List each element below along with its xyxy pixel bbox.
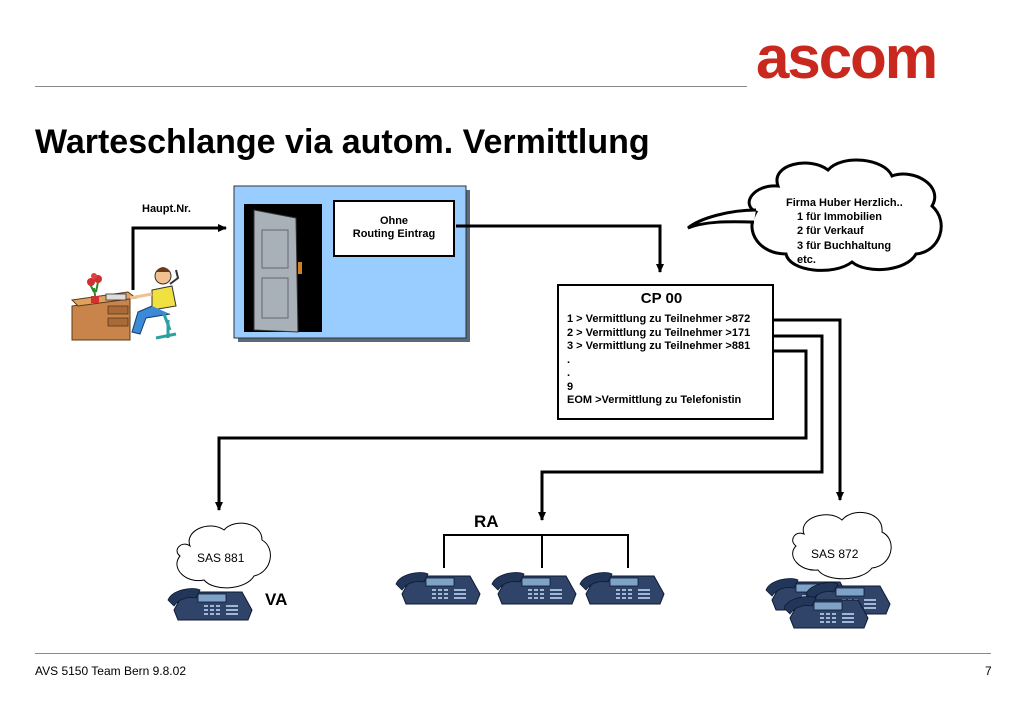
speech-bubble	[747, 158, 943, 272]
phone-icon-va	[167, 587, 253, 621]
sas-881-label: SAS 881	[197, 551, 245, 565]
cp-menu-line: .	[567, 367, 571, 379]
greeting-line: 3 für Buchhaltung	[797, 239, 892, 252]
greeting-line: 1 für Immobilien	[797, 211, 882, 224]
cp-menu-line: EOM >Vermittlung zu Telefonistin	[567, 394, 742, 406]
greeting-text: Firma Huber Herzlich.. 1 für Immobilien …	[786, 196, 903, 267]
top-divider	[35, 86, 747, 87]
cp-00-title: CP 00	[640, 290, 683, 307]
door-handle-icon	[298, 262, 302, 274]
routing-box-line-2: Routing Eintrag	[352, 228, 436, 240]
phone-icon-ra-3	[579, 571, 665, 605]
phone-icon-sas-872-3	[783, 595, 869, 629]
phone-icon-ra-2	[491, 571, 577, 605]
door-icon	[253, 209, 299, 333]
cp-00-box: CP 00 1 > Vermittlung zu Teilnehmer >872…	[557, 284, 774, 420]
cp-menu-line: 9	[567, 380, 574, 393]
caller-illustration	[70, 267, 180, 341]
cloud-sas-881	[176, 522, 271, 589]
va-label: VA	[265, 590, 288, 609]
greeting-line: etc.	[797, 253, 816, 266]
greeting-line: 2 für Verkauf	[797, 225, 864, 238]
cp-menu-line: 2 > Vermittlung zu Teilnehmer >171	[567, 326, 751, 339]
slide-title: Warteschlange via autom. Vermittlung	[35, 123, 650, 161]
cp-menu-line: 1 > Vermittlung zu Teilnehmer >872	[567, 313, 751, 325]
ascom-logo: ascom	[756, 24, 938, 91]
ra-label: RA	[474, 512, 499, 531]
cp-menu-line: .	[567, 353, 571, 366]
greeting-line: Firma Huber Herzlich..	[786, 197, 903, 209]
phone-icon-ra-1	[395, 571, 481, 605]
cp-menu-line: 3 > Vermittlung zu Teilnehmer >881	[567, 340, 751, 352]
main-number-label: Haupt.Nr.	[142, 203, 191, 215]
speech-bubble-tail	[687, 208, 757, 230]
page-number: 7	[985, 664, 992, 678]
routing-box-line-1: Ohne	[379, 215, 409, 227]
bottom-divider	[35, 653, 991, 654]
cloud-sas-872	[792, 511, 892, 580]
footer-text: AVS 5150 Team Bern 9.8.02	[35, 664, 186, 678]
routing-entry-box: Ohne Routing Eintrag	[333, 200, 455, 257]
sas-872-label: SAS 872	[811, 547, 859, 561]
